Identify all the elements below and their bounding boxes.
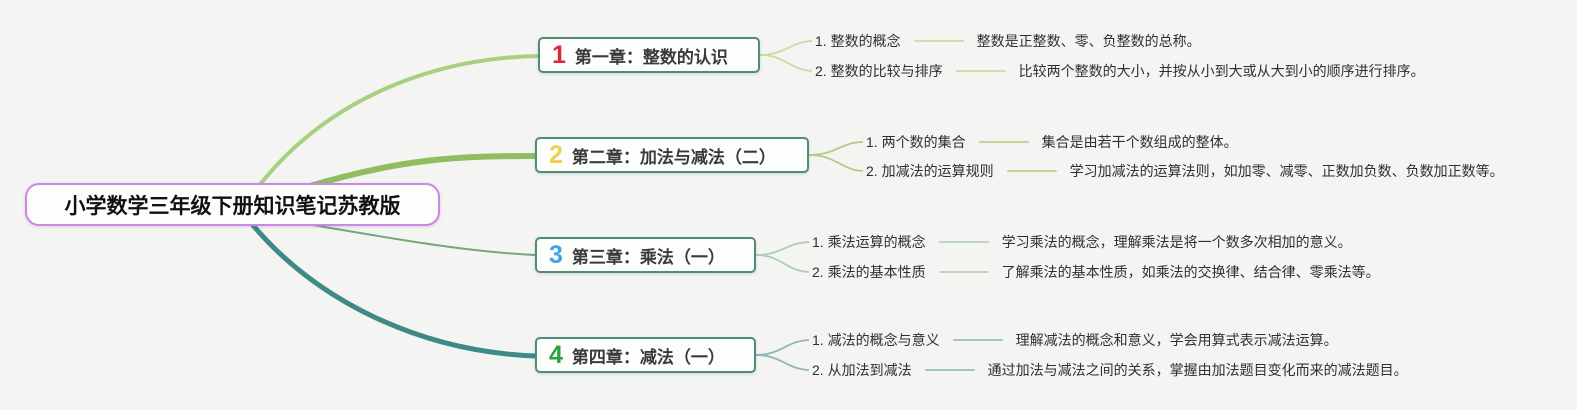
chapter-3-item-2-row: 2. 乘法的基本性质 了解乘法的基本性质，如乘法的交换律、结合律、零乘法等。: [812, 263, 1380, 281]
chapter-1-node[interactable]: 1 第一章：整数的认识: [538, 37, 760, 73]
chapter-2-item-2-desc[interactable]: 学习加减法的运算法则，如加零、减零、正数加负数、负数加正数等。: [1069, 163, 1504, 179]
chapter-4-title: 第四章：减法（一）: [571, 347, 725, 367]
fan-chapter-3-item-2: [755, 254, 810, 273]
chapter-2-item-1-label[interactable]: 1. 两个数的集合: [866, 134, 966, 150]
item-desc-connector: [938, 271, 989, 273]
chapter-2-item-2-row: 2. 加减法的运算规则 学习加减法的运算法则，如加零、减零、正数加负数、负数加正…: [866, 162, 1504, 180]
chapter-1-title: 第一章：整数的认识: [574, 47, 728, 67]
chapter-3-item-1-desc[interactable]: 学习乘法的概念，理解乘法是将一个数多次相加的意义。: [1001, 234, 1352, 250]
chapter-4-item-1-label[interactable]: 1. 减法的概念与意义: [812, 332, 940, 348]
chapter-4-item-1-desc[interactable]: 理解减法的概念和意义，学会用算式表示减法运算。: [1015, 332, 1338, 348]
item-desc-connector: [955, 70, 1006, 72]
item-desc-connector: [924, 369, 975, 371]
fan-chapter-2-item-1: [808, 141, 864, 156]
chapter-1-item-2-label[interactable]: 2. 整数的比较与排序: [815, 63, 943, 79]
chapter-1-item-2-desc[interactable]: 比较两个整数的大小，并按从小到大或从大到小的顺序进行排序。: [1018, 63, 1425, 79]
chapter-2-item-2-label[interactable]: 2. 加减法的运算规则: [866, 163, 994, 179]
chapter-1-item-1-label[interactable]: 1. 整数的概念: [815, 33, 901, 49]
fan-chapter-1-item-2: [759, 54, 813, 72]
item-desc-connector: [913, 40, 964, 42]
chapter-3-node[interactable]: 3 第三章：乘法（一）: [535, 237, 756, 273]
chapter-3-item-2-desc[interactable]: 了解乘法的基本性质，如乘法的交换律、结合律、零乘法等。: [1001, 264, 1380, 280]
chapter-4-item-2-row: 2. 从加法到减法 通过加法与减法之间的关系，掌握由加法题目变化而来的减法题目。: [812, 361, 1408, 379]
fan-chapter-3-item-1: [755, 241, 810, 256]
chapter-3-item-1-row: 1. 乘法运算的概念 学习乘法的概念，理解乘法是将一个数多次相加的意义。: [812, 233, 1352, 251]
item-desc-connector: [1006, 170, 1057, 172]
chapter-4-node[interactable]: 4 第四章：减法（一）: [535, 337, 756, 373]
chapter-4-item-2-desc[interactable]: 通过加法与减法之间的关系，掌握由加法题目变化而来的减法题目。: [987, 362, 1408, 378]
chapter-3-item-1-label[interactable]: 1. 乘法运算的概念: [812, 234, 926, 250]
chapter-3-number: 3: [549, 240, 563, 269]
root-node[interactable]: 小学数学三年级下册知识笔记苏教版: [25, 183, 440, 226]
branch-chapter-4: [249, 221, 539, 359]
chapter-3-item-2-label[interactable]: 2. 乘法的基本性质: [812, 264, 926, 280]
chapter-2-title: 第二章：加法与减法（二）: [571, 147, 776, 167]
chapter-4-item-1-row: 1. 减法的概念与意义 理解减法的概念和意义，学会用算式表示减法运算。: [812, 331, 1338, 349]
item-desc-connector: [938, 241, 989, 243]
chapter-1-item-1-row: 1. 整数的概念 整数是正整数、零、负整数的总称。: [815, 32, 1201, 50]
item-desc-connector: [952, 339, 1003, 341]
chapter-4-item-2-label[interactable]: 2. 从加法到减法: [812, 362, 912, 378]
chapter-1-number: 1: [552, 40, 566, 69]
chapter-4-number: 4: [549, 340, 563, 369]
fan-chapter-4-item-1: [755, 339, 810, 356]
fan-chapter-1-item-1: [759, 40, 813, 56]
branch-chapter-2: [297, 153, 539, 192]
chapter-1-item-2-row: 2. 整数的比较与排序 比较两个整数的大小，并按从小到大或从大到小的顺序进行排序…: [815, 62, 1425, 80]
fan-chapter-2-item-2: [808, 154, 864, 172]
chapter-2-item-1-row: 1. 两个数的集合 集合是由若干个数组成的整体。: [866, 133, 1238, 151]
chapter-1-item-1-desc[interactable]: 整数是正整数、零、负整数的总称。: [976, 33, 1201, 49]
item-desc-connector: [978, 141, 1029, 143]
chapter-3-title: 第三章：乘法（一）: [571, 247, 725, 267]
chapter-2-number: 2: [549, 140, 563, 169]
branch-chapter-1: [256, 54, 542, 189]
branch-chapter-3: [294, 221, 537, 256]
chapter-2-node[interactable]: 2 第二章：加法与减法（二）: [535, 137, 809, 173]
chapter-2-item-1-desc[interactable]: 集合是由若干个数组成的整体。: [1041, 134, 1238, 150]
fan-chapter-4-item-2: [755, 354, 810, 371]
